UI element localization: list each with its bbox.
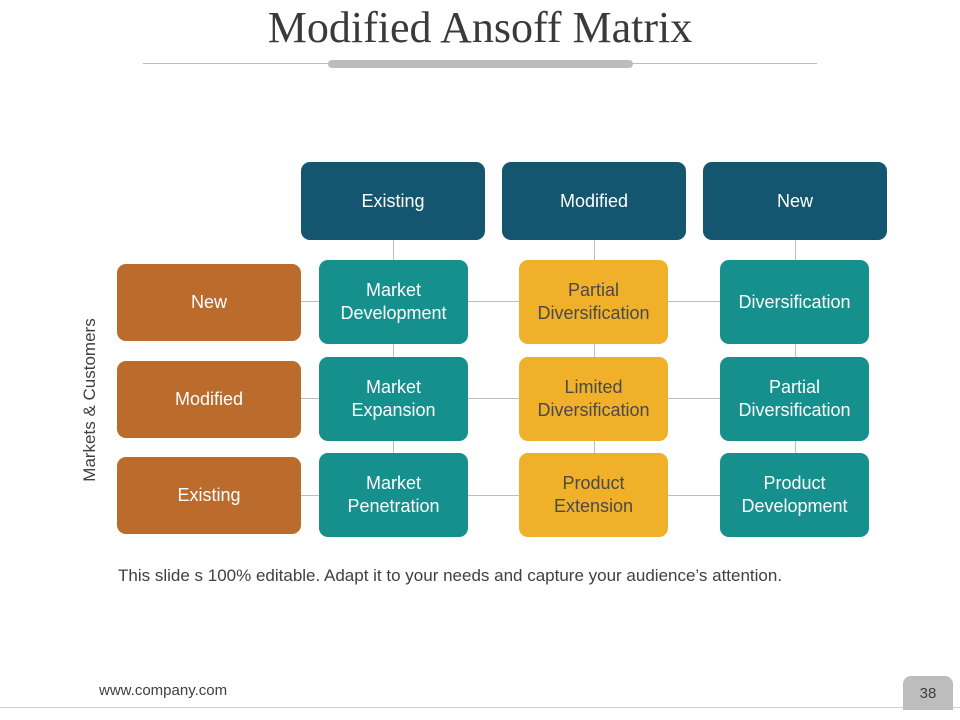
cell-product-extension: Product Extension: [519, 453, 668, 537]
cell-partial-diversification-b: Partial Diversification: [720, 357, 869, 441]
page-number-badge: 38: [903, 676, 953, 710]
footer-url: www.company.com: [99, 682, 228, 699]
cell-diversification: Diversification: [720, 260, 869, 344]
title-accent-bar: [328, 60, 633, 68]
row-header-modified: Modified: [117, 361, 301, 438]
row-header-existing: Existing: [117, 457, 301, 534]
page-number: 38: [919, 684, 937, 702]
slide-caption: This slide s 100% editable. Adapt it to …: [118, 566, 783, 585]
footer-divider: [0, 707, 960, 708]
cell-limited-diversification: Limited Diversification: [519, 357, 668, 441]
cell-market-expansion: Market Expansion: [319, 357, 468, 441]
cell-market-penetration: Market Penetration: [319, 453, 468, 537]
connector-row-3: [300, 495, 720, 496]
column-header-modified: Modified: [502, 162, 686, 240]
cell-market-development: Market Development: [319, 260, 468, 344]
cell-product-development: Product Development: [720, 453, 869, 537]
slide-title: Modified Ansoff Matrix: [267, 3, 693, 52]
side-axis-label: Markets & Customers: [80, 318, 99, 482]
connector-row-1: [300, 301, 720, 302]
cell-partial-diversification-a: Partial Diversification: [519, 260, 668, 344]
column-header-new: New: [703, 162, 887, 240]
connector-row-2: [300, 398, 720, 399]
row-header-new: New: [117, 264, 301, 341]
column-header-existing: Existing: [301, 162, 485, 240]
